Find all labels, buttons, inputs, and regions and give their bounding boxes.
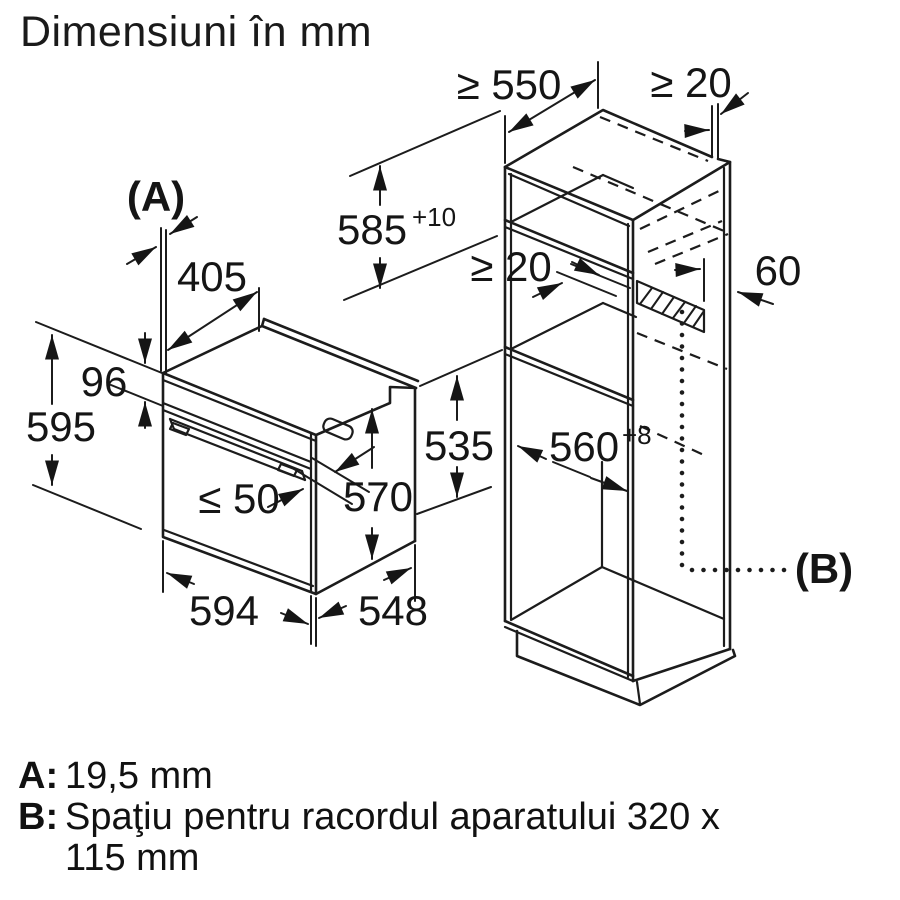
dim-label-595: 595 bbox=[26, 403, 96, 450]
dim-label-405: 405 bbox=[177, 253, 247, 300]
dim-label-min-20-mid: ≥ 20 bbox=[470, 243, 551, 290]
ventilation-cutout bbox=[635, 279, 706, 334]
side-grip-cutout bbox=[322, 417, 354, 441]
legend-value-a: 19,5 mm bbox=[65, 755, 213, 797]
cabinet-plinth bbox=[515, 629, 737, 707]
label-b-marker: (B) bbox=[795, 545, 853, 592]
legend: A: 19,5 mm B: Spaţiu pentru racordul apa… bbox=[18, 756, 720, 879]
dim-label-min-550: ≥ 550 bbox=[457, 61, 562, 108]
legend-row-a: A: 19,5 mm bbox=[18, 756, 720, 797]
page-title: Dimensiuni în mm bbox=[20, 8, 373, 56]
cabinet-drawing bbox=[503, 103, 737, 707]
dim-label-570: 570 bbox=[343, 473, 413, 520]
dim-label-96: 96 bbox=[81, 358, 128, 405]
dim-label-60: 60 bbox=[755, 247, 802, 294]
dim-label-560: 560 bbox=[549, 423, 619, 470]
dim-label-585-tolerance: +10 bbox=[412, 202, 456, 232]
cabinet-dimensions bbox=[343, 61, 789, 573]
legend-row-b: B: Spaţiu pentru racordul aparatului 320… bbox=[18, 797, 720, 879]
dim-label-min-20-top: ≥ 20 bbox=[650, 59, 731, 106]
oven-door-handle bbox=[168, 417, 307, 482]
legend-key-a: A: bbox=[18, 755, 59, 797]
dim-label-594: 594 bbox=[189, 587, 259, 634]
dimension-labels: (A) 405 96 595 ≤ 50 570 594 548 ≥ 550 ≥ … bbox=[26, 59, 853, 634]
dim-label-535: 535 bbox=[424, 422, 494, 469]
legend-value-b-line1: Spaţiu pentru racordul aparatului 320 x bbox=[65, 796, 720, 838]
legend-key-b: B: bbox=[18, 796, 59, 838]
dim-label-max-50: ≤ 50 bbox=[198, 475, 279, 522]
dim-label-560-tolerance: +8 bbox=[622, 420, 652, 450]
dim-label-585: 585 bbox=[337, 206, 407, 253]
oven-dimensions bbox=[32, 215, 416, 647]
label-a-marker: (A) bbox=[127, 173, 185, 220]
legend-value-b-line2: 115 mm bbox=[65, 837, 200, 879]
oven-drawing bbox=[161, 317, 420, 596]
dim-label-548: 548 bbox=[358, 587, 428, 634]
